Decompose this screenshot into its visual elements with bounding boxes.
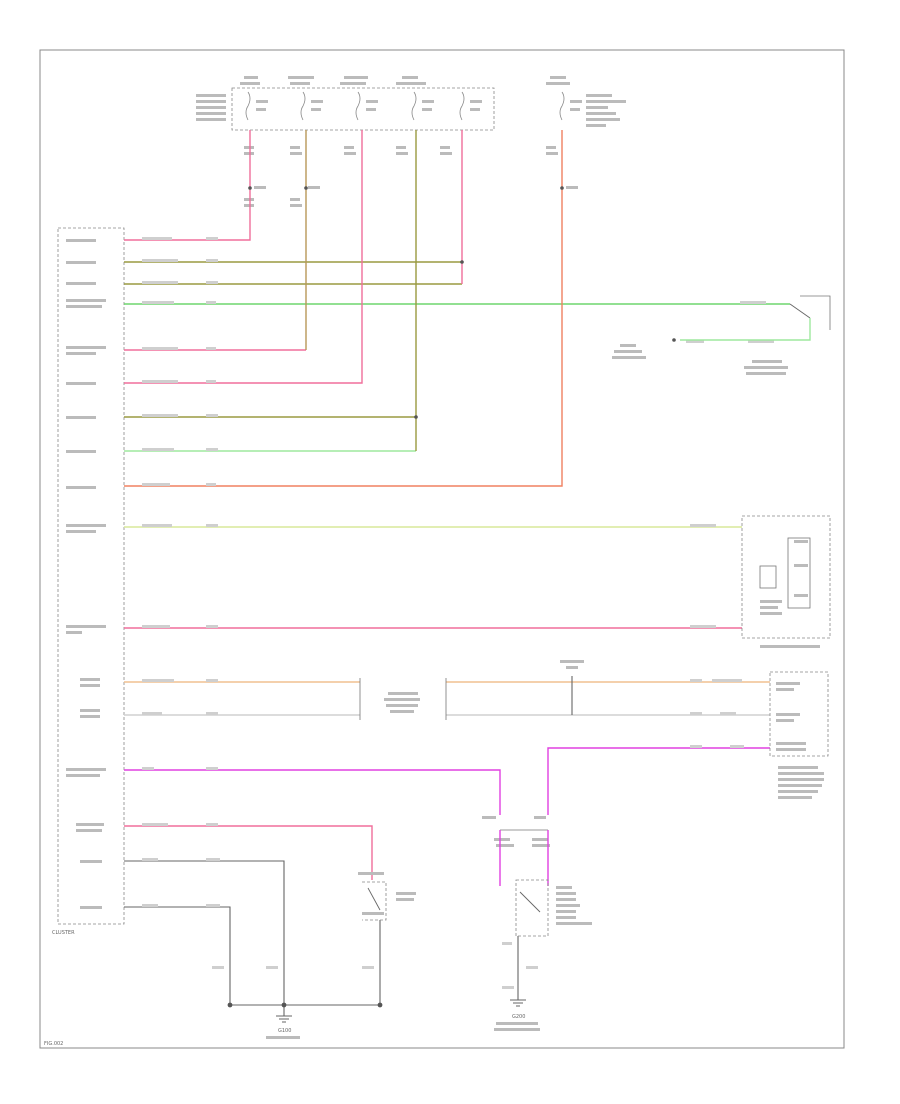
connector-icon: [359, 678, 447, 720]
switch-contact-icon: [519, 891, 541, 913]
wire-pink-fuse1: [124, 130, 251, 241]
splice-dot-icon: [460, 260, 464, 264]
wire-pink-fuse3: [124, 130, 363, 384]
fuse-box-top: [231, 87, 495, 131]
splice-dot-icon: [560, 186, 564, 190]
fuse-values: [256, 94, 626, 127]
splice-dot-icon: [227, 1002, 233, 1008]
splice-dot-icon: [414, 415, 418, 419]
switch-contact-icon: [789, 303, 811, 319]
ground-g200-label: G200: [512, 1014, 525, 1020]
wire-black-861: [124, 860, 285, 1005]
cluster-wires: [124, 130, 790, 1016]
ground-symbol-icon: [276, 1015, 292, 1023]
connector-mid: [359, 660, 584, 720]
splice-dot-icon: [248, 186, 252, 190]
wire-magenta-748: [547, 747, 770, 815]
cluster-box: [57, 227, 125, 925]
splice-dot-icon: [281, 1002, 287, 1008]
wire-pink-ignition: [124, 825, 373, 880]
ground-g200: G200: [494, 999, 540, 1031]
fuse-header-labels: [240, 76, 570, 85]
ground-g100: G100: [266, 1015, 300, 1039]
ground-g100-label: G100: [278, 1028, 291, 1034]
fuse-symbols: [245, 91, 565, 121]
diagram-frame: [39, 49, 845, 1049]
wire-black-907: [124, 906, 231, 1005]
wire-redorange-fuse6: [124, 130, 563, 487]
figure-id: FIG.002: [44, 1041, 63, 1047]
wire-tags-top: [244, 146, 578, 207]
fuse-box-top-text: [196, 94, 226, 121]
splice-dots: [227, 186, 676, 1008]
memory-seat-module: [769, 671, 829, 799]
wire-labels: [142, 237, 774, 989]
ignition-switch: [358, 872, 416, 921]
door-switch: [482, 816, 592, 937]
headlamp-switch: [741, 515, 831, 648]
cluster-label: CLUSTER: [52, 930, 75, 936]
splice-dot-icon: [377, 1002, 383, 1008]
ground-symbol-icon: [510, 999, 526, 1007]
splice-dot-icon: [304, 186, 308, 190]
wire-magenta-770: [124, 769, 501, 815]
splice-dot-icon: [672, 338, 676, 342]
cluster-pin-labels: [66, 239, 106, 909]
seatbelt-switch: [612, 295, 831, 375]
switch-contact-icon: [367, 887, 381, 911]
